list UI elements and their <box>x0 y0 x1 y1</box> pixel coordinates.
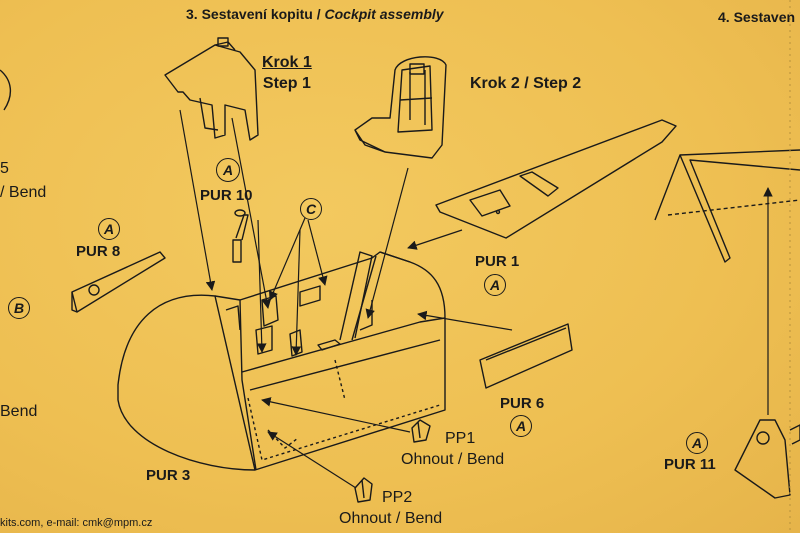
section4-title: 4. Sestaven <box>718 9 796 25</box>
cockpit-tub-part <box>117 251 446 471</box>
circled-a-pur8: A <box>98 218 120 240</box>
circled-b: B <box>8 297 30 319</box>
pur6-panel-part <box>479 323 573 389</box>
label-pp2: PP2 <box>382 489 413 506</box>
section3-title-en: Cockpit assembly <box>324 6 444 22</box>
label-pur6: PUR 6 <box>500 395 545 412</box>
step1-en: Step 1 <box>262 75 311 92</box>
step1-cz: Krok 1 <box>262 54 312 71</box>
circled-a-pur10: A <box>216 158 240 182</box>
circled-a-pur1: A <box>484 274 506 296</box>
left-edge-number: 5 <box>0 160 9 177</box>
pp1-pedal-part <box>411 419 431 443</box>
pur10-panel-part <box>164 37 259 141</box>
label-pur3: PUR 3 <box>146 467 191 484</box>
label-pur11: PUR 11 <box>664 456 716 473</box>
section3-title: 3. Sestavení kopitu / Cockpit assembly <box>186 6 444 22</box>
label-pp2-bend: Ohnout / Bend <box>339 510 443 527</box>
footer-contact: kits.com, e-mail: cmk@mpm.cz <box>0 517 153 529</box>
pp2-pedal-part <box>354 477 373 503</box>
label-pp1-bend: Ohnout / Bend <box>401 451 505 468</box>
step2-label: Krok 2 / Step 2 <box>470 75 582 92</box>
circled-a-pur11: A <box>686 432 708 454</box>
label-pur8: PUR 8 <box>76 243 121 260</box>
left-edge-bend-1: / Bend <box>0 184 47 201</box>
step1-label: Krok 1 Step 1 <box>262 52 312 94</box>
section4-frame-part <box>654 149 800 263</box>
label-pur1: PUR 1 <box>475 253 520 270</box>
circled-c: C <box>300 198 322 220</box>
seat-part <box>354 56 447 159</box>
label-pur10: PUR 10 <box>200 187 253 204</box>
pur11-bracket-part <box>734 419 800 499</box>
lever-part <box>232 209 249 263</box>
label-pp1: PP1 <box>445 430 476 447</box>
left-edge-bend-2: Bend <box>0 403 38 420</box>
circled-a-pur6: A <box>510 415 532 437</box>
left-edge-part <box>0 69 11 111</box>
pur1-floor-part <box>435 119 677 239</box>
pur8-strip-part <box>71 251 166 313</box>
section3-title-cz: 3. Sestavení kopitu / <box>186 6 321 22</box>
